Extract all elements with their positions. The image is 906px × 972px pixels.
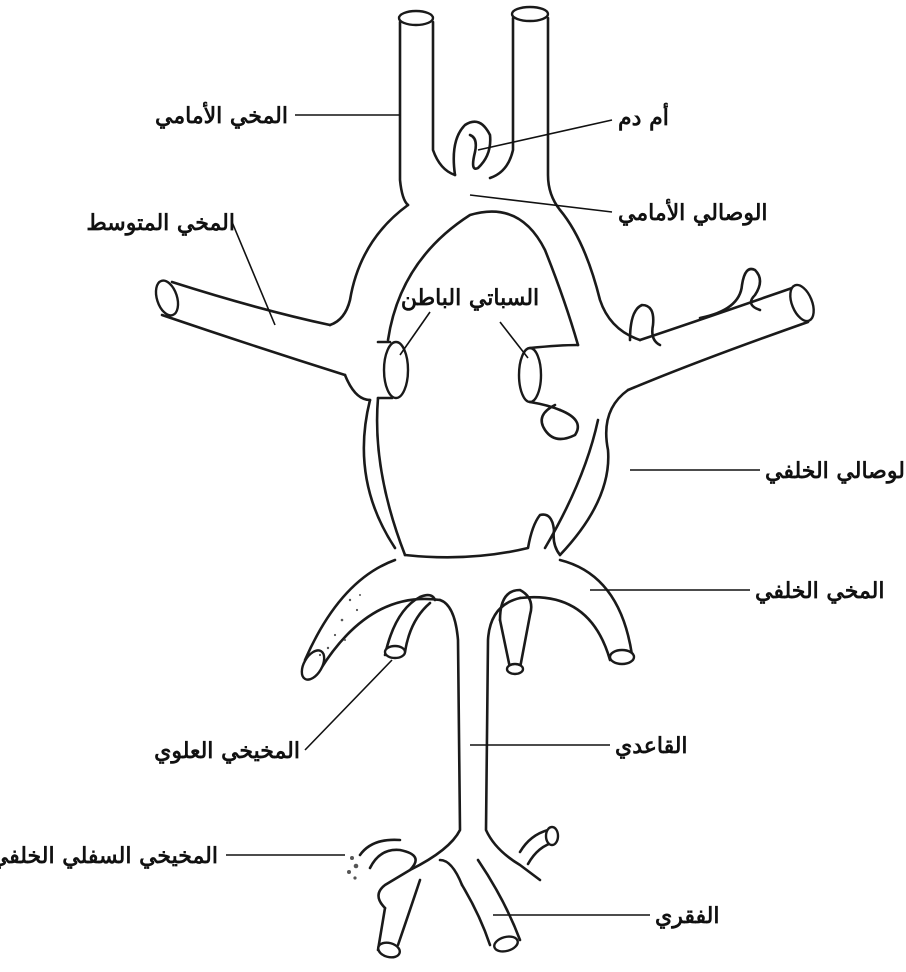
posterior-cerebral-artery-left [297, 560, 440, 683]
middle-cerebral-artery-left [152, 278, 345, 375]
shaded-blot [347, 856, 358, 880]
label-vertebral: الفقري [655, 903, 719, 929]
shaded-region-left [319, 594, 361, 656]
posterior-cerebral-artery-right [520, 560, 634, 664]
anterior-cerebral-arteries [399, 7, 560, 210]
label-aneurysm: أم دم [618, 102, 669, 131]
posterior-inferior-cerebellar-artery [347, 827, 558, 880]
label-posterior-inferior-cerebellar: المخيخي السفلي الخلفي [0, 843, 218, 869]
superior-cerebellar-right [500, 590, 531, 674]
label-middle-cerebral: المخي المتوسط [86, 210, 235, 236]
anterior-communicating-artery [330, 205, 640, 345]
vertebral-arteries [377, 860, 520, 960]
leader-lines [226, 115, 760, 915]
posterior-communicating-artery-left [364, 398, 405, 555]
label-internal-carotid: السباتي الباطن [401, 285, 539, 311]
labels: المخي الأمامي أم دم الوصالي الأمامي المخ… [0, 101, 906, 929]
label-anterior-communicating: الوصالي الأمامي [618, 198, 768, 226]
posterior-ring-loop [405, 515, 560, 558]
label-posterior-communicating: الوصالي الخلفي [765, 458, 906, 484]
label-anterior-cerebral: المخي الأمامي [155, 101, 288, 129]
middle-cerebral-artery-right [628, 269, 818, 390]
internal-carotid-left [345, 342, 408, 400]
label-posterior-cerebral: المخي الخلفي [755, 578, 885, 604]
label-superior-cerebellar: المخيخي العلوي [154, 738, 300, 764]
basilar-artery [379, 598, 541, 908]
label-basilar: القاعدي [615, 733, 688, 759]
internal-carotid-right [519, 345, 578, 410]
